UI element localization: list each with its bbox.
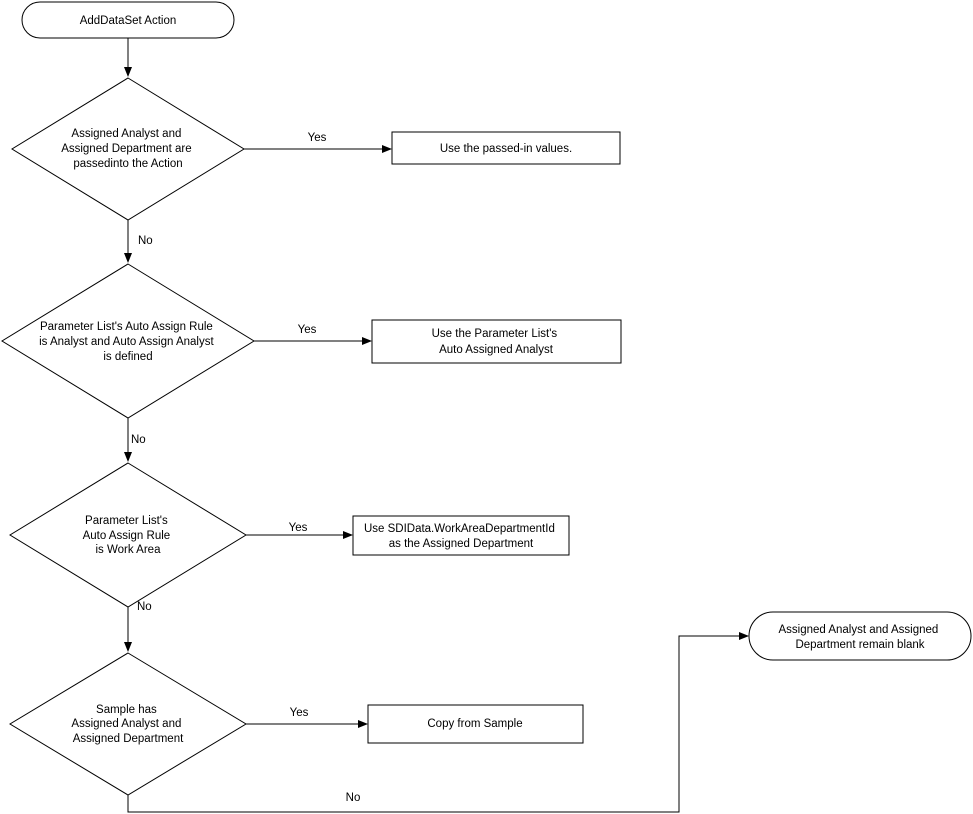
action-1: Use the passed-in values. — [391, 131, 621, 165]
action-4-label: Copy from Sample — [427, 718, 522, 730]
decision-1-no-label: No — [138, 235, 153, 247]
decision-1-label: Assigned Analyst and Assigned Department… — [61, 128, 195, 170]
decision-1: Assigned Analyst and Assigned Department… — [11, 77, 245, 221]
decision-3-label: Parameter List's Auto Assign Rule is Wor… — [83, 515, 174, 556]
decision-2-yes-label: Yes — [298, 324, 317, 336]
action-2: Use the Parameter List's Auto Assigned A… — [371, 319, 622, 364]
decision-2: Parameter List's Auto Assign Rule is Ana… — [1, 263, 255, 419]
decision-4-yes-label: Yes — [290, 707, 309, 719]
decision-4-no-label: No — [346, 792, 361, 804]
decision-1-yes-label: Yes — [308, 132, 327, 144]
decision-2-label: Parameter List's Auto Assign Rule is Ana… — [39, 321, 217, 363]
action-3: Use SDIData.WorkAreaDepartmentId as the … — [352, 515, 570, 556]
decision-3-yes-label: Yes — [289, 522, 308, 534]
decision-4-label: Sample has Assigned Analyst and Assigned… — [71, 704, 184, 745]
end-label: Assigned Analyst and Assigned Department… — [778, 624, 941, 651]
decision-3: Parameter List's Auto Assign Rule is Wor… — [9, 462, 247, 608]
start-node: AddDataSet Action — [21, 1, 235, 39]
action-2-label: Use the Parameter List's Auto Assigned A… — [432, 328, 561, 356]
decision-3-no-label: No — [137, 601, 152, 613]
start-label: AddDataSet Action — [80, 15, 177, 27]
action-4: Copy from Sample — [367, 704, 584, 744]
action-3-label: Use SDIData.WorkAreaDepartmentId as the … — [364, 523, 558, 550]
action-1-label: Use the passed-in values. — [440, 143, 572, 155]
decision-4: Sample has Assigned Analyst and Assigned… — [9, 652, 247, 796]
end-node: Assigned Analyst and Assigned Department… — [748, 611, 972, 661]
connector-decision-4-no — [127, 632, 749, 813]
decision-2-no-label: No — [131, 434, 146, 446]
